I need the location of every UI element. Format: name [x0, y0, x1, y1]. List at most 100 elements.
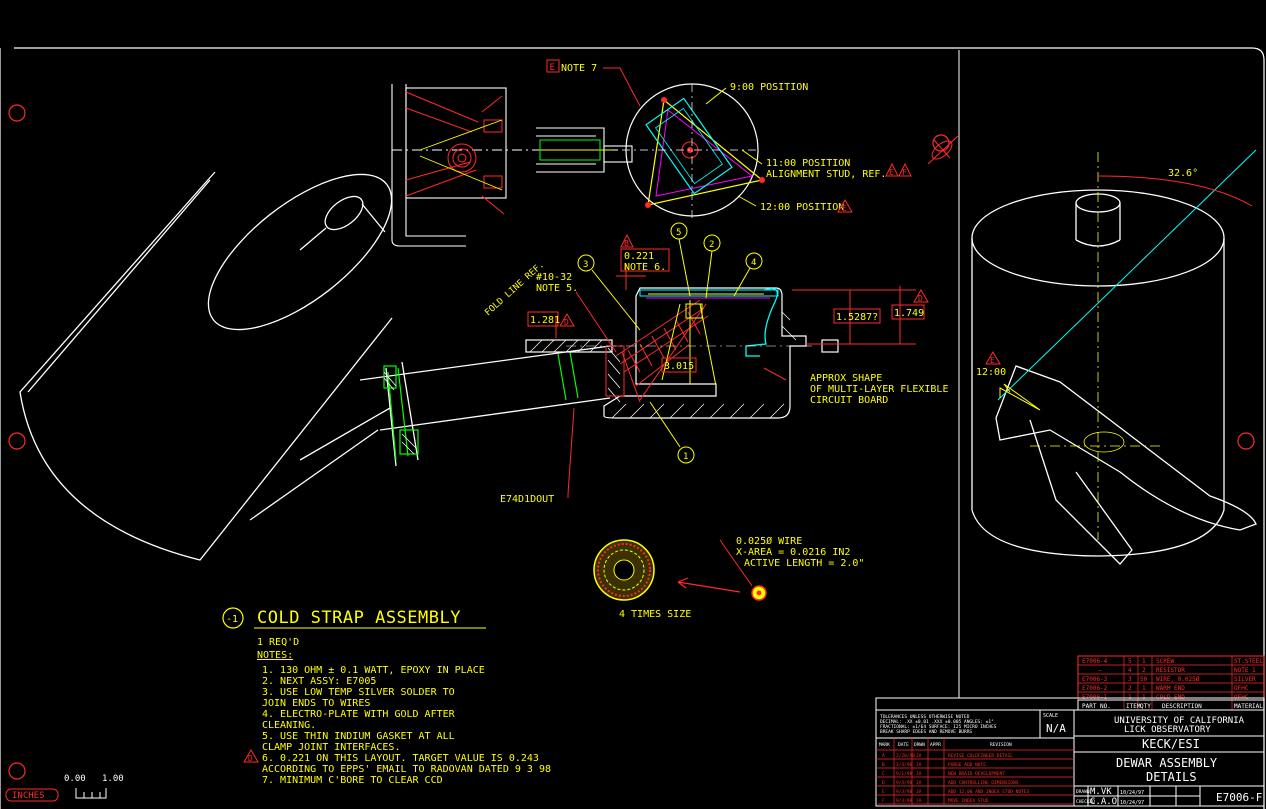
reqd-label: 1 REQ'D	[257, 637, 299, 648]
checked-label: CHECKED	[1076, 799, 1095, 805]
section-hatch	[529, 311, 797, 419]
dim-1749-box	[891, 304, 925, 320]
tag-d-1281-tri	[559, 313, 575, 327]
balloon-3: 3	[583, 260, 588, 270]
dim-1281: 1.281	[530, 315, 560, 326]
drawing-title-2: DETAILS	[1146, 770, 1197, 784]
checked-by: C.A.O	[1090, 797, 1117, 807]
rev-cell: 9/3/98	[896, 789, 913, 795]
rev-cell: 3/3/98	[896, 762, 913, 768]
active-length-label: ACTIVE LENGTH = 2.0"	[744, 558, 864, 569]
balloon-5: 5	[676, 228, 681, 238]
rev-cell: A	[882, 753, 885, 759]
drawn-date: 10/24/97	[1120, 790, 1144, 796]
rev-cell: ADD 12:00 AND INDEX STUD NOTES	[948, 789, 1030, 795]
parts-cell: 4	[1128, 667, 1132, 674]
parts-cell: WIRE, 0.025Ø	[1156, 676, 1200, 683]
notes-heading: NOTES:	[257, 650, 293, 661]
scale-bar	[75, 788, 107, 799]
revision-table: MARK DATE DRWN APPR REVISION A 2/20/98 J…	[879, 742, 1030, 804]
parts-header: MATERIAL	[1234, 703, 1263, 710]
note6-callout: NOTE 6.	[624, 262, 666, 273]
parts-cell: 1	[1142, 658, 1146, 665]
drawing-number: E7006-F	[1216, 791, 1262, 804]
dim-0221: 0.221	[624, 251, 654, 262]
pos-12-label: 12:00	[976, 367, 1006, 378]
assembly-number-circle	[222, 607, 244, 629]
section-dimension-lines	[555, 264, 916, 498]
circuit-board-label: CIRCUIT BOARD	[810, 395, 888, 406]
units-box	[5, 788, 59, 802]
note-line: CLAMP JOINT INTERFACES.	[262, 742, 400, 753]
top-detail-coldfinger	[405, 91, 505, 215]
tag-e-note7-box	[546, 59, 560, 73]
section-links	[648, 293, 764, 387]
parts-header: QTY	[1140, 703, 1151, 710]
x-area-label: X-AREA = 0.0216 IN2	[736, 547, 850, 558]
rev-header: DATE	[898, 742, 909, 748]
registration-mark-middle	[8, 432, 26, 450]
rev-cell: D	[882, 780, 885, 786]
tag-b: B	[624, 239, 629, 248]
parts-cell: WARM END	[1156, 685, 1185, 692]
angle-arc	[1097, 175, 1253, 207]
tag-b-tri	[620, 233, 634, 248]
parts-cell: 50	[1140, 676, 1148, 683]
flex-circuit-board	[745, 287, 778, 357]
braid-cross-section	[593, 539, 655, 601]
rev-cell: MOVE INDEX STUD	[948, 798, 989, 804]
dim-15287-box	[833, 308, 881, 324]
parts-cell: SILVER	[1234, 676, 1256, 683]
scale-field-label: SCALE	[1043, 713, 1058, 719]
dewar-isometric-view	[19, 171, 611, 561]
rev-cell: E	[882, 789, 885, 795]
rev-cell: F	[882, 798, 885, 804]
units-label: INCHES	[12, 791, 45, 801]
rev-header: DRWN	[914, 742, 925, 748]
drawing-title-1: DEWAR ASSEMBLY	[1116, 756, 1218, 770]
assembly-title: COLD STRAP ASSEMBLY	[257, 608, 461, 628]
dim-1749: 1.749	[894, 308, 924, 319]
assembly-number: -1	[226, 614, 238, 625]
drawn-by: M.VK	[1090, 787, 1112, 797]
balloon-4: 4	[751, 258, 756, 268]
parts-cell: –	[1098, 667, 1102, 674]
tolerance-line: BREAK SHARP EDGES AND REMOVE BURRS	[880, 729, 972, 735]
right-view-centerlines	[1030, 152, 1160, 540]
note6-tag-tri	[243, 749, 259, 763]
parts-cell: 2	[1128, 685, 1132, 692]
note5-callout: NOTE 5.	[536, 283, 578, 294]
tag-d-1749: D	[918, 294, 923, 303]
revision-table-grid	[876, 738, 1074, 806]
balloon-1: 1	[683, 452, 688, 462]
rev-cell: JA	[916, 753, 922, 759]
note-line: CLEANING.	[262, 720, 316, 731]
tag-e-1200: E	[842, 204, 847, 213]
pos-1100-label: 11:00 POSITION	[766, 158, 850, 169]
parts-cell: OFHC	[1234, 685, 1249, 692]
rev-header: APPR	[930, 742, 941, 748]
multilayer-label: OF MULTI-LAYER FLEXIBLE	[810, 384, 948, 395]
balloon-2: 2	[709, 240, 714, 250]
tag-e-note7: E	[550, 63, 555, 73]
note-line: 6. 0.221 ON THIS LAYOUT. TARGET VALUE IS…	[262, 753, 539, 764]
tag-f-stud: F	[902, 168, 907, 177]
registration-mark-bottom	[8, 762, 26, 780]
dim-3015-box	[661, 357, 697, 373]
parts-header: DESCRIPTION	[1162, 703, 1202, 710]
right-view-axis	[997, 149, 1257, 401]
circular-position-detail	[622, 83, 765, 218]
parts-header: ITEM	[1126, 703, 1141, 710]
rev-cell: 9/3/98	[896, 780, 913, 786]
rev-cell: REVISE COLDFINGER DETAIL	[948, 753, 1013, 759]
rev-cell: 2/20/98	[896, 753, 915, 759]
dim-15287: 1.5287?	[836, 312, 878, 323]
tag-f-stud-tri	[898, 162, 912, 177]
wire-label: 0.025Ø WIRE	[736, 535, 802, 547]
note-line: 3. USE LOW TEMP SILVER SOLDER TO	[262, 687, 455, 698]
rev-header: MARK	[879, 742, 890, 748]
parts-cell: 1	[1142, 685, 1146, 692]
part-ref-label: E74D1DOUT	[500, 494, 554, 505]
rev-cell: PURGE ADD NOTE	[948, 762, 986, 768]
